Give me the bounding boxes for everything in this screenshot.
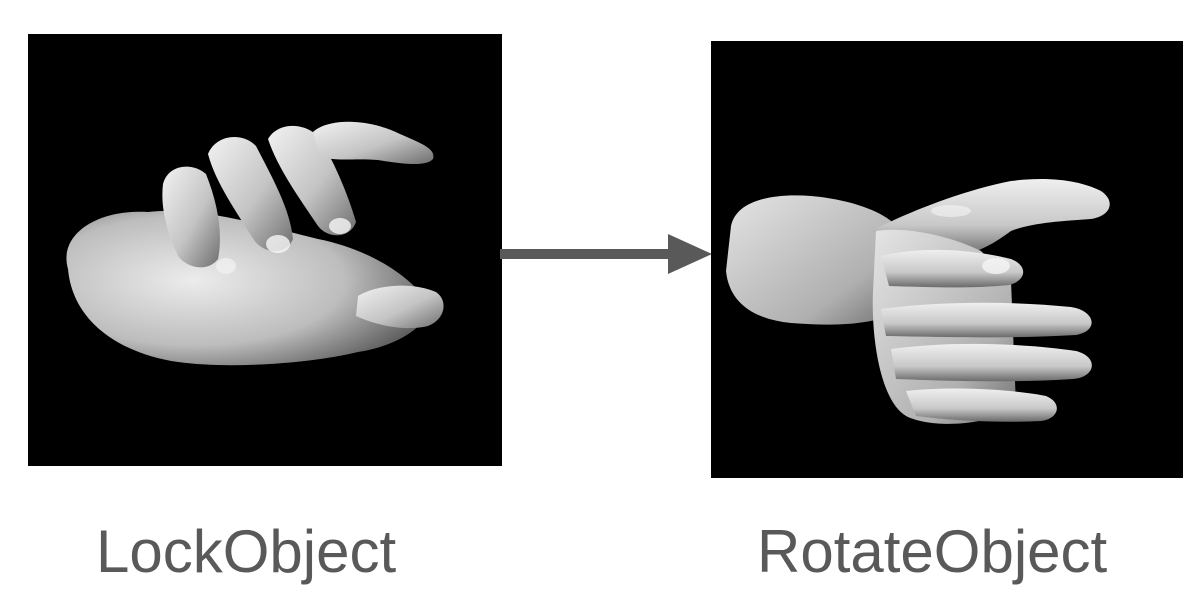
hand-rotate-pose-image bbox=[711, 41, 1183, 478]
right-arrow-icon bbox=[500, 234, 712, 274]
step-label-lock-object: LockObject bbox=[96, 518, 397, 585]
hand-lock-pose-image bbox=[28, 34, 502, 466]
step-label-rotate-object: RotateObject bbox=[757, 518, 1108, 585]
